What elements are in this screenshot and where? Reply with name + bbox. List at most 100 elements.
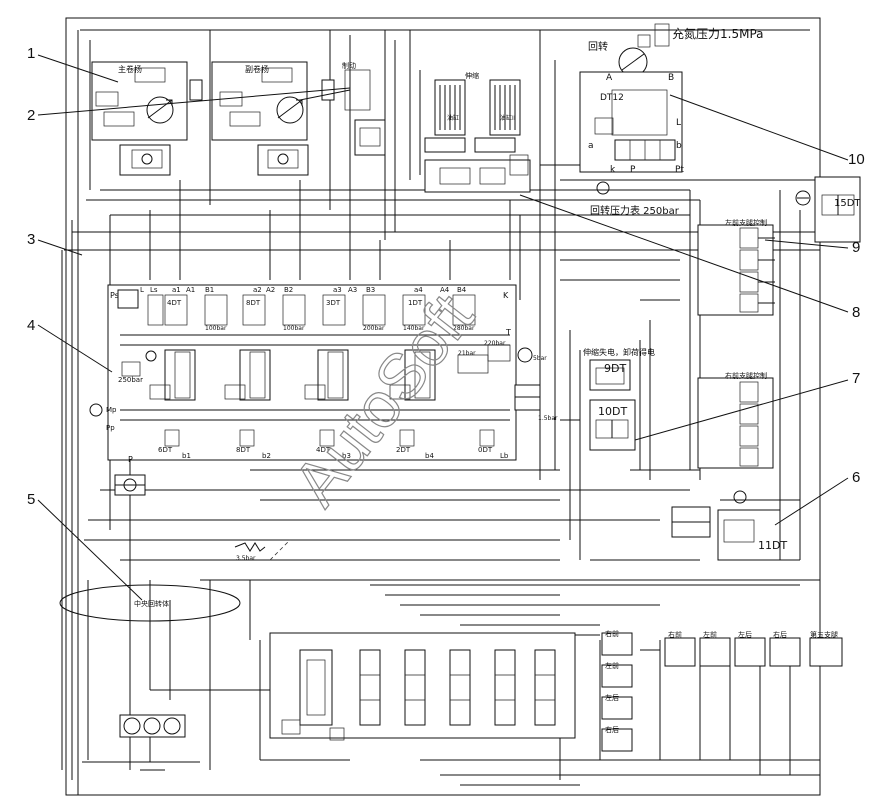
label-slew: 回转 — [588, 40, 608, 53]
port-A3: A3 — [348, 286, 357, 294]
callout-leaders — [37, 54, 849, 601]
label-relief-3-5: 3.5bar — [236, 555, 256, 562]
label-left-front-a: 左前 — [605, 661, 619, 670]
label-outrigger-v: 左前支腿控制 — [725, 218, 767, 227]
label-cyl2: 油缸II — [500, 114, 516, 122]
port-B4: B4 — [457, 286, 467, 294]
central-joint — [59, 584, 241, 622]
return-filter — [114, 474, 266, 552]
port-b2: b2 — [262, 452, 271, 460]
port-B1: B1 — [205, 286, 214, 294]
port-k: k — [610, 165, 616, 175]
callout-9: 9 — [852, 239, 860, 256]
callout-4: 4 — [27, 317, 35, 334]
label-left-rear-b: 左后 — [738, 630, 752, 639]
outrigger-horizontal-control — [697, 377, 774, 469]
port-P: P — [630, 165, 636, 175]
port-a: a — [588, 141, 594, 151]
main-valve-block — [89, 284, 541, 461]
port-A2: A2 — [266, 286, 275, 294]
label-left-rear-a: 左后 — [605, 693, 619, 702]
outrigger-cylinders — [601, 632, 843, 752]
main-winch-unit — [91, 61, 203, 176]
label-central-joint: 中央回转体 — [134, 599, 169, 608]
callout-10: 10 — [848, 151, 865, 168]
port-b4: b4 — [425, 452, 434, 460]
label-p220: 220bar — [484, 340, 506, 347]
dt-bottom-2: 8DT — [236, 446, 251, 454]
label-fifth-leg: 第五支腿 — [810, 630, 838, 639]
label-main-winch: 主卷扬 — [118, 64, 142, 74]
port-Mp: Mp — [106, 406, 117, 414]
label-aux-winch: 副卷扬 — [245, 64, 269, 74]
label-p21: 21bar — [458, 350, 476, 357]
label-telescope: 伸缩 — [465, 71, 479, 80]
dt-top-3: 3DT — [326, 299, 341, 307]
callout-3: 3 — [27, 231, 35, 248]
port-A4: A4 — [440, 286, 450, 294]
valve-11dt — [671, 490, 781, 561]
label-relief-280: 280bar — [453, 325, 475, 332]
label-right-rear-a: 右后 — [605, 725, 619, 734]
callout-7: 7 — [852, 370, 860, 387]
valve-15dt — [795, 176, 861, 243]
port-a4: a4 — [414, 286, 423, 294]
callout-5: 5 — [27, 491, 35, 508]
label-p5: 5bar — [533, 355, 547, 362]
port-b1: b1 — [182, 452, 191, 460]
label-relief-100-1: 100bar — [205, 325, 227, 332]
port-L-top: L — [140, 286, 144, 294]
label-brake: 制动 — [342, 61, 356, 70]
label-relief-1-5: 1.5bar — [538, 415, 558, 422]
label-right-front-a: 右前 — [605, 629, 619, 638]
port-Ls: Ls — [150, 286, 158, 294]
label-11dt: 11DT — [758, 539, 787, 552]
label-9dt: 9DT — [604, 362, 626, 375]
port-b3: b3 — [342, 452, 351, 460]
port-Pp: Pp — [106, 424, 115, 432]
label-left-front-b: 左前 — [703, 630, 717, 639]
label-15dt: 15DT — [834, 198, 861, 209]
callout-numbers: 1 2 3 4 5 6 7 8 9 10 — [27, 45, 865, 508]
dt-bottom-4: 2DT — [396, 446, 411, 454]
telescope-unit — [424, 79, 531, 193]
pump-group — [119, 714, 186, 771]
label-relief-100-2: 100bar — [283, 325, 305, 332]
component-labels: 主卷扬 副卷扬 制动 伸缩 油缸I 油缸II 回转 充氮压力1.5MPa 回转压… — [106, 26, 861, 734]
port-P-main: P — [128, 455, 133, 464]
port-T: T — [505, 328, 511, 337]
aux-winch-unit — [211, 61, 335, 176]
label-nitrogen: 充氮压力1.5MPa — [672, 26, 764, 41]
callout-6: 6 — [852, 469, 860, 486]
dt-top-4: 1DT — [408, 299, 423, 307]
port-Ps: Ps — [110, 291, 119, 300]
port-L: L — [676, 118, 681, 128]
port-B2: B2 — [284, 286, 293, 294]
port-b: b — [676, 141, 682, 151]
label-relief-140: 140bar — [403, 325, 425, 332]
brake-unit — [299, 69, 386, 156]
label-10dt: 10DT — [598, 405, 627, 418]
callout-2: 2 — [27, 107, 35, 124]
dt-bottom-5: 0DT — [478, 446, 493, 454]
callout-8: 8 — [852, 304, 860, 321]
port-a1: a1 — [172, 286, 181, 294]
port-A1: A1 — [186, 286, 195, 294]
label-slew-gauge: 回转压力表 250bar — [590, 204, 680, 217]
dt-top-1: 4DT — [167, 299, 182, 307]
port-Lb: Lb — [500, 452, 509, 460]
label-ctrl-power: 伸缩失电，卸荷得电 — [583, 347, 655, 357]
label-right-front-b: 右前 — [668, 630, 682, 639]
port-Pt: Pt — [675, 165, 684, 175]
slew-unit — [579, 23, 683, 195]
port-A: A — [606, 73, 613, 83]
label-relief-250: 250bar — [118, 376, 143, 384]
label-cyl1: 油缸I — [447, 114, 461, 122]
control-9dt-10dt — [589, 359, 636, 451]
dt-bottom-3: 4DT — [316, 446, 331, 454]
port-a2: a2 — [253, 286, 262, 294]
callout-1: 1 — [27, 45, 35, 62]
port-K: K — [503, 291, 509, 300]
